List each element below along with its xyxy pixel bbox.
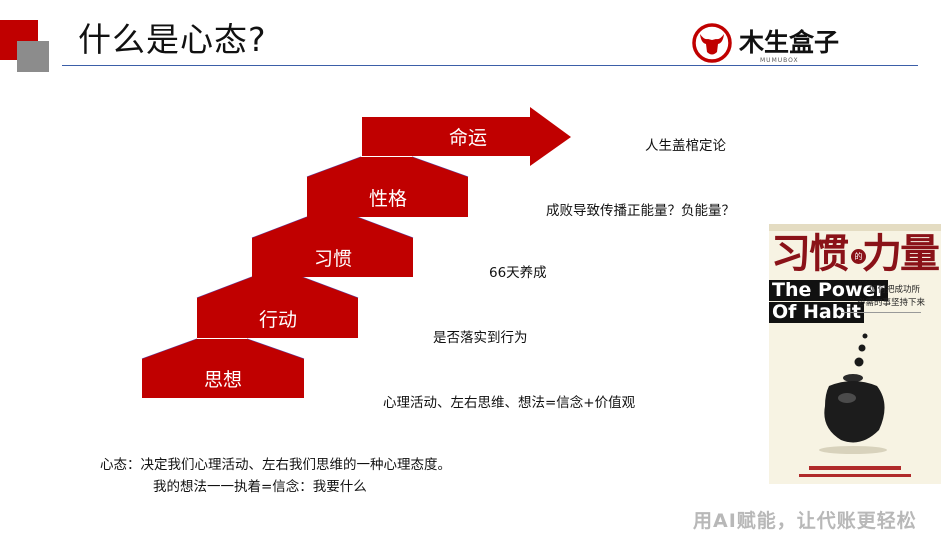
bull-head-icon (692, 23, 732, 63)
book-cover-image: 习惯 的 力量 The Power Of Habit 如何把成功所 必需的事坚持… (769, 224, 941, 484)
step-note-destiny: 人生盖棺定论 (645, 138, 726, 154)
title-divider (62, 65, 918, 66)
step-habit (252, 238, 413, 277)
step-note-habit: 66天养成 (489, 265, 547, 281)
step-note-thinking: 心理活动、左右思维、想法=信念+价值观 (383, 395, 636, 411)
ink-drop-illustration (799, 333, 911, 477)
definition-line-1: 心态：决定我们心理活动、左右我们思维的一种心理态度。 (100, 457, 451, 473)
step-note-character: 成败导致传播正能量？负能量？ (546, 203, 735, 219)
definition-line-2: 我的想法一一执着=信念：我要什么 (153, 479, 367, 495)
step-action (197, 298, 358, 338)
book-title-en-2: Of Habit (769, 302, 864, 323)
step-character (307, 177, 468, 217)
book-title-en-1: The Power (769, 280, 888, 301)
step-label-action: 行动 (259, 309, 297, 331)
book-subtitle-2: 必需的事坚持下来 (857, 298, 926, 308)
logo-subtitle: MUMUBOX (760, 57, 799, 64)
book-title-cn-2: 力量 (862, 231, 940, 277)
logo: 木生盒子 MUMUBOX (690, 23, 860, 67)
logo-name: 木生盒子 (739, 28, 840, 57)
step-siding-light (142, 157, 468, 359)
footer-slogan: 用AI赋能，让代账更轻松 (693, 510, 917, 532)
book-title-cn-1: 习惯 (771, 231, 849, 277)
book-subtitle-1: 如何把成功所 (869, 285, 921, 295)
book-title-cn-de: 的 (851, 249, 866, 264)
step-note-action: 是否落实到行为 (433, 330, 528, 346)
corner-gray-square (17, 41, 49, 72)
page-title: 什么是心态? (78, 20, 267, 59)
step-label-destiny: 命运 (449, 127, 487, 149)
step-destiny-arrow (362, 107, 571, 166)
step-label-habit: 习惯 (314, 248, 352, 270)
step-thinking (142, 359, 304, 398)
book-top-band (769, 224, 941, 231)
step-label-thinking: 思想 (204, 369, 242, 391)
book-author-line (841, 312, 921, 313)
step-label-character: 性格 (369, 188, 407, 210)
